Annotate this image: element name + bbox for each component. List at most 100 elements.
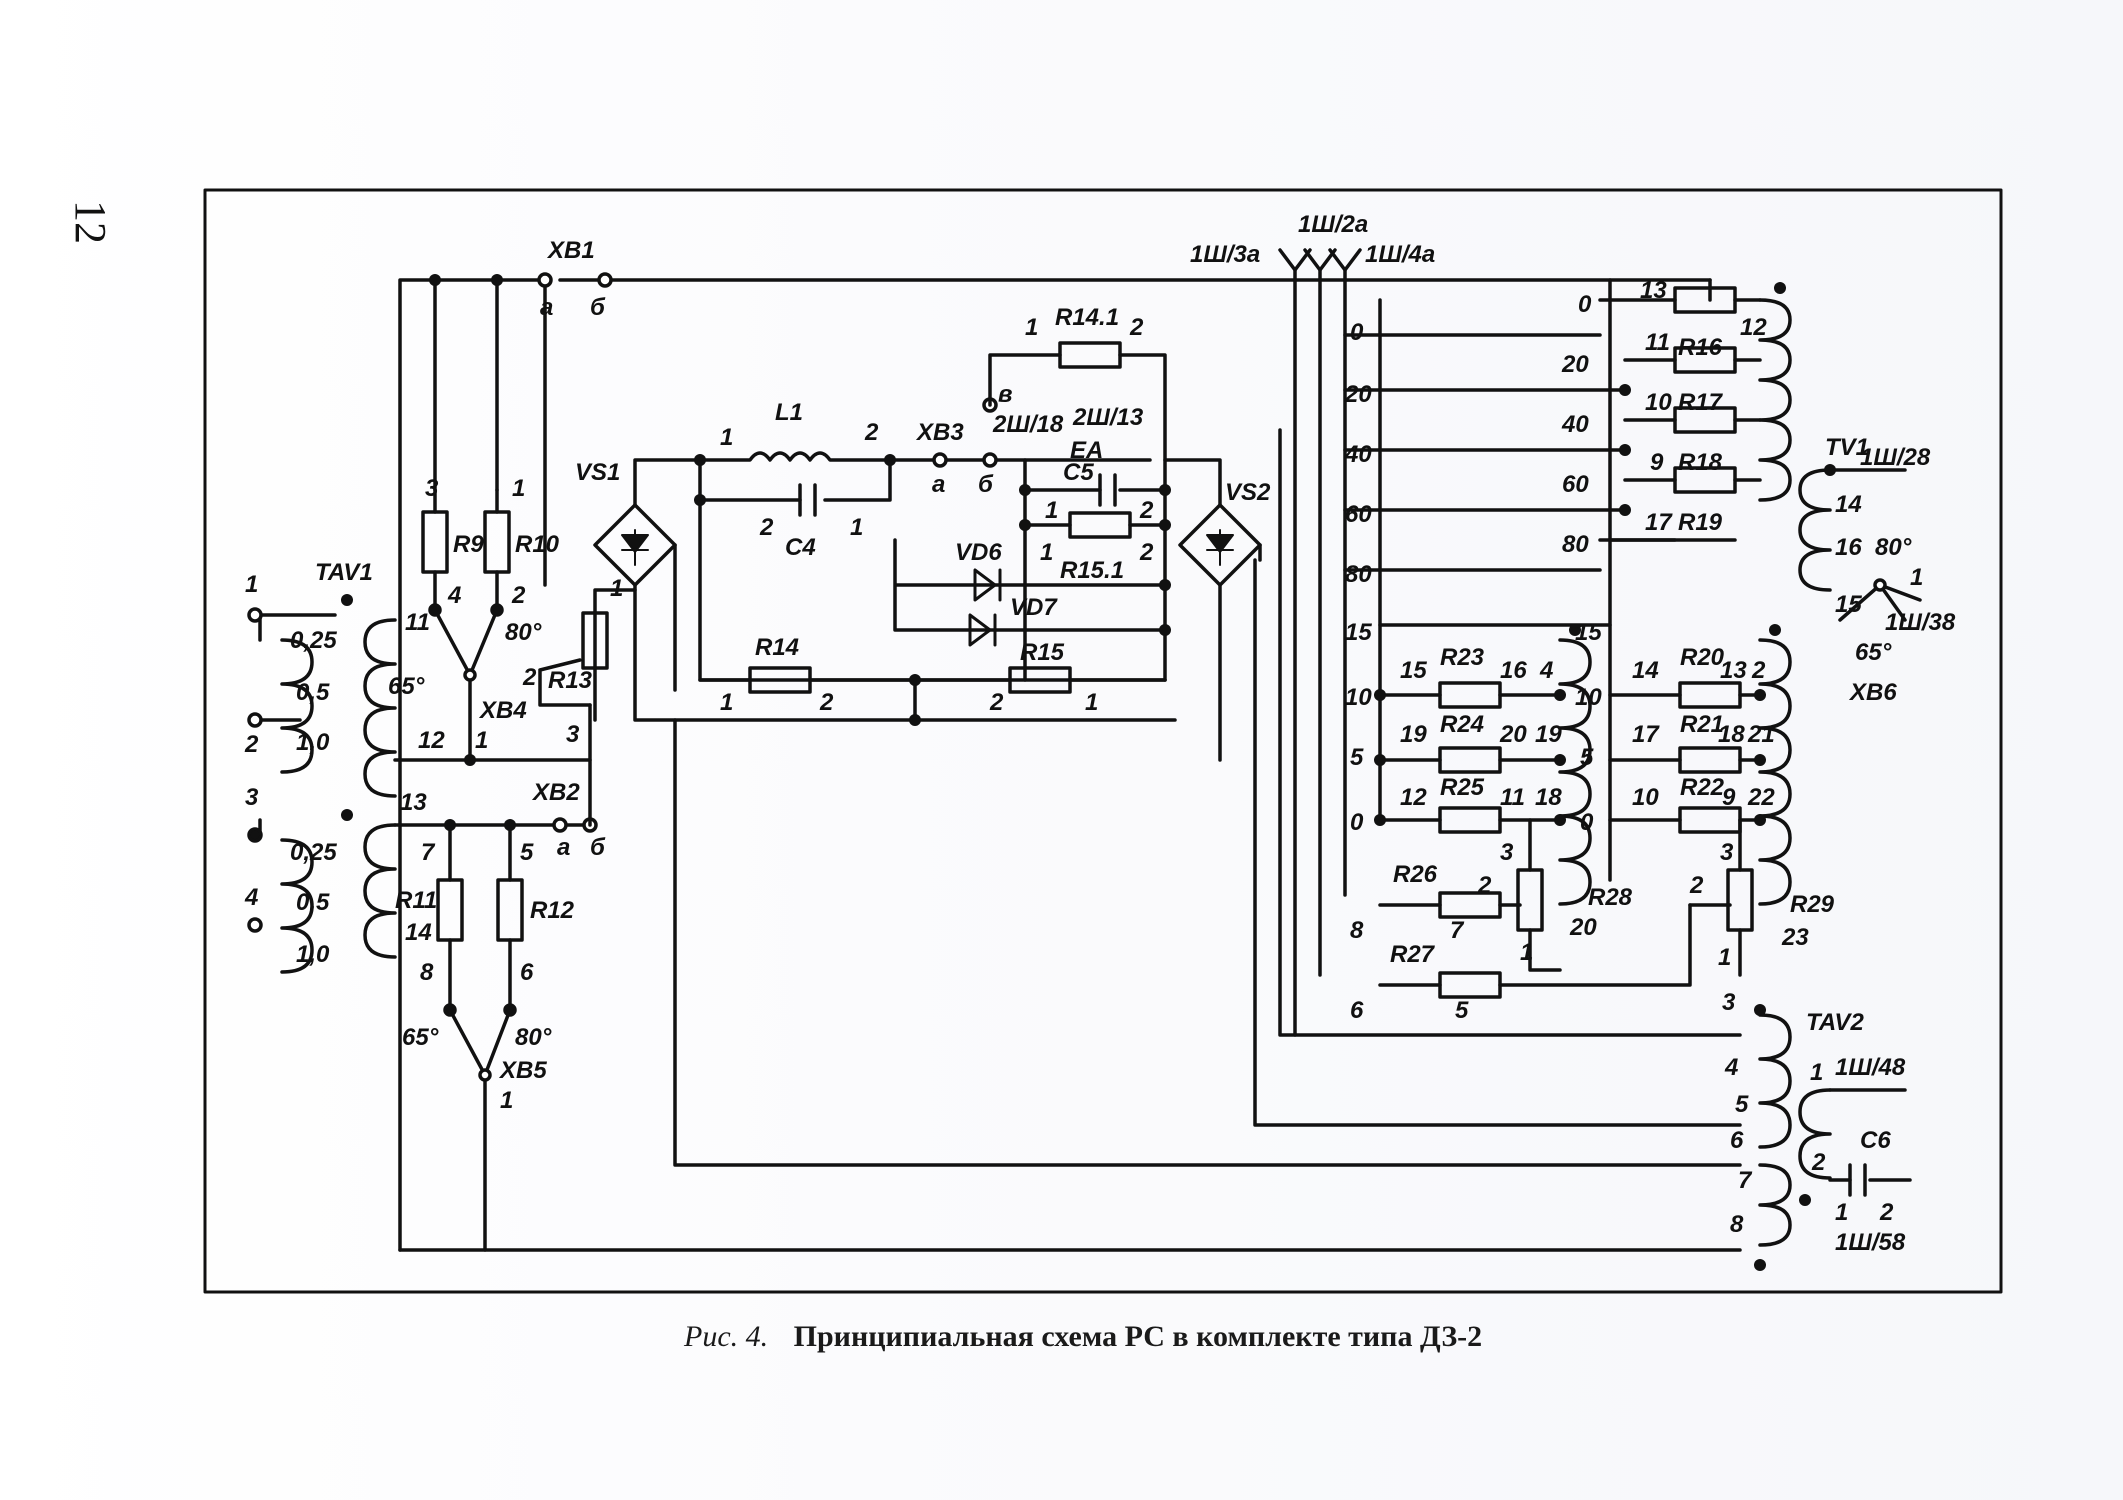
svg-text:а: а (540, 294, 553, 321)
svg-text:2: 2 (1811, 1149, 1826, 1176)
schematic-frame (203, 188, 2003, 1294)
svg-text:80°: 80° (505, 619, 542, 646)
svg-text:13: 13 (1720, 657, 1747, 684)
svg-text:0: 0 (1578, 291, 1592, 318)
svg-text:23: 23 (1781, 924, 1809, 951)
label-r10: R10 (515, 531, 560, 558)
svg-text:65°: 65° (388, 673, 425, 700)
svg-text:1: 1 (512, 475, 525, 502)
wire-r9-r10-top (433, 278, 499, 492)
figure-title: Принципиальная схема РС в комплекте типа… (793, 1320, 1483, 1353)
tav1-secondary-lower (363, 823, 397, 959)
label-r21: R21 (1680, 711, 1724, 738)
svg-text:60: 60 (1562, 471, 1589, 498)
svg-text:2Ш/18: 2Ш/18 (992, 411, 1064, 438)
svg-text:16: 16 (1835, 534, 1862, 561)
svg-text:8: 8 (1730, 1211, 1744, 1238)
label-r11: R11 (395, 887, 437, 914)
label-r17: R17 (1678, 389, 1724, 416)
svg-text:10: 10 (1632, 784, 1659, 811)
label-r9: R9 (453, 531, 484, 558)
label-c4: C4 (785, 534, 816, 561)
svg-text:1Ш/58: 1Ш/58 (1835, 1229, 1906, 1256)
svg-text:0: 0 (1350, 319, 1364, 346)
svg-text:2: 2 (1689, 872, 1704, 899)
svg-text:1: 1 (1835, 1199, 1848, 1226)
label-vs1: VS1 (575, 459, 620, 486)
svg-text:2: 2 (1139, 539, 1154, 566)
label-ea: EA (1070, 437, 1103, 464)
svg-text:16: 16 (1500, 657, 1527, 684)
svg-text:20: 20 (1344, 381, 1372, 408)
svg-text:0,25: 0,25 (290, 627, 337, 654)
label-tav1: TAV1 (315, 559, 373, 586)
label-r15: R15 (1020, 639, 1065, 666)
svg-text:0,5: 0,5 (296, 889, 330, 916)
svg-text:1: 1 (720, 424, 733, 451)
svg-text:19: 19 (1400, 721, 1427, 748)
svg-text:9: 9 (1722, 784, 1736, 811)
label-c6: C6 (1860, 1127, 1891, 1154)
svg-text:80: 80 (1562, 531, 1589, 558)
svg-text:11: 11 (1645, 329, 1670, 356)
svg-text:1: 1 (500, 1087, 513, 1114)
svg-text:3: 3 (1722, 989, 1736, 1016)
svg-text:17: 17 (1632, 721, 1660, 748)
label-r29: R29 (1790, 891, 1835, 918)
label-l1: L1 (775, 399, 803, 426)
svg-text:6: 6 (1730, 1127, 1744, 1154)
svg-text:3: 3 (1500, 839, 1514, 866)
label-r20: R20 (1680, 644, 1725, 671)
svg-text:14: 14 (405, 919, 432, 946)
svg-text:15: 15 (1835, 591, 1862, 618)
svg-text:2: 2 (1751, 657, 1766, 684)
svg-text:8: 8 (420, 959, 434, 986)
svg-text:15: 15 (1400, 657, 1427, 684)
figure-caption: Рис. 4. Принципиальная схема РС в компле… (684, 1320, 1482, 1354)
svg-text:3: 3 (245, 784, 259, 811)
r10-body (483, 510, 511, 574)
tav1-primary-upper (280, 638, 314, 774)
svg-text:11: 11 (405, 609, 430, 636)
svg-text:8: 8 (1350, 917, 1364, 944)
svg-text:14: 14 (1835, 491, 1862, 518)
svg-text:10: 10 (1345, 684, 1372, 711)
svg-text:2: 2 (1477, 872, 1492, 899)
label-r22: R22 (1680, 774, 1725, 801)
svg-text:65°: 65° (1855, 639, 1892, 666)
svg-text:3: 3 (566, 721, 580, 748)
svg-text:1Ш/2а: 1Ш/2а (1298, 211, 1368, 238)
svg-text:2: 2 (759, 514, 774, 541)
svg-text:12: 12 (1400, 784, 1427, 811)
svg-text:80°: 80° (1875, 534, 1912, 561)
svg-text:18: 18 (1718, 721, 1745, 748)
svg-text:4: 4 (1724, 1054, 1738, 1081)
label-r28: R28 (1588, 884, 1633, 911)
svg-text:4: 4 (447, 582, 461, 609)
label-r12: R12 (530, 897, 575, 924)
svg-text:2: 2 (1129, 314, 1144, 341)
label-r13: R13 (548, 667, 593, 694)
svg-text:12: 12 (418, 727, 445, 754)
svg-text:10: 10 (1575, 684, 1602, 711)
label-r15-1: R15.1 (1060, 557, 1124, 584)
label-r19: R19 (1678, 509, 1723, 536)
svg-text:40: 40 (1561, 411, 1589, 438)
svg-text:1Ш/48: 1Ш/48 (1835, 1054, 1906, 1081)
svg-text:2: 2 (511, 582, 526, 609)
svg-text:17: 17 (1645, 509, 1673, 536)
svg-text:3: 3 (425, 475, 439, 502)
svg-text:1: 1 (1718, 944, 1731, 971)
svg-text:13: 13 (400, 789, 427, 816)
svg-text:5: 5 (520, 839, 534, 866)
figure-number: Рис. 4. (684, 1320, 769, 1353)
label-r23: R23 (1440, 644, 1485, 671)
label-r14-1: R14.1 (1055, 304, 1119, 331)
label-xb5: XB5 (498, 1057, 547, 1084)
svg-text:11: 11 (1500, 784, 1525, 811)
label-r27: R27 (1390, 941, 1436, 968)
label-r16: R16 (1678, 334, 1723, 361)
label-r24: R24 (1440, 711, 1484, 738)
svg-text:2: 2 (522, 664, 537, 691)
